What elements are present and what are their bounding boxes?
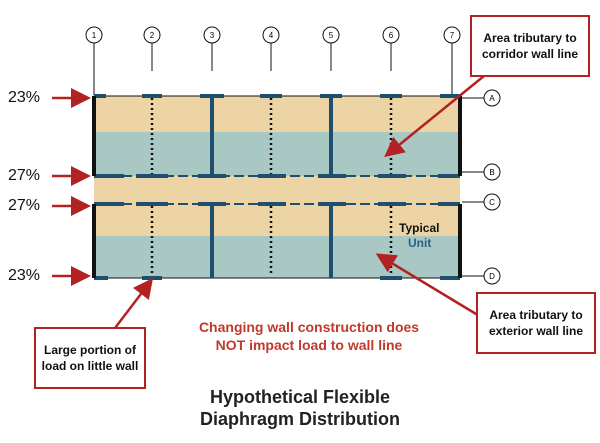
grid-bubble-1: 1 <box>85 26 103 95</box>
dotted-partitions <box>150 98 393 276</box>
row-bubble-b: B <box>462 163 501 181</box>
pct-label-a: 23% <box>8 89 41 106</box>
grid-bubble-4: 4 <box>262 26 280 71</box>
vertical-walls <box>92 96 462 278</box>
svg-text:3: 3 <box>210 31 215 40</box>
callout-corridor: Area tributary to corridor wall line <box>470 15 590 77</box>
pct-label-b: 27% <box>8 167 41 184</box>
title-line-2: Diaphragm Distribution <box>199 409 400 429</box>
arrow-little-wall <box>111 278 154 333</box>
band-upper-tan <box>94 96 460 132</box>
svg-text:A: A <box>489 94 495 103</box>
arrow-corridor <box>384 75 485 158</box>
svg-text:2: 2 <box>150 31 155 40</box>
grid-bubble-7: 7 <box>443 26 461 95</box>
pct-label-d: 23% <box>8 267 41 284</box>
grid-bubble-3: 3 <box>203 26 221 71</box>
grid-bubble-6: 6 <box>382 26 400 71</box>
pct-arrows <box>52 88 91 286</box>
row-bubble-c: C <box>462 193 501 211</box>
pct-label-c: 27% <box>8 197 41 214</box>
row-bubble-d: D <box>462 267 501 285</box>
band-lower-teal <box>94 236 460 278</box>
band-corridor-tan <box>94 176 460 204</box>
svg-text:B: B <box>489 168 494 177</box>
svg-text:7: 7 <box>450 31 455 40</box>
svg-text:1: 1 <box>92 31 97 40</box>
svg-text:D: D <box>489 272 495 281</box>
note-text: Changing wall construction does NOT impa… <box>198 319 420 353</box>
callout-little-wall: Large portion of load on little wall <box>34 327 146 389</box>
svg-text:6: 6 <box>389 31 394 40</box>
row-bubble-a: A <box>462 89 501 107</box>
grid-bubble-5: 5 <box>322 26 340 71</box>
grid-bubble-2: 2 <box>143 26 161 71</box>
callout-exterior: Area tributary to exterior wall line <box>476 292 596 354</box>
title-line-1: Hypothetical Flexible <box>209 387 391 407</box>
svg-text:C: C <box>489 198 495 207</box>
svg-text:5: 5 <box>329 31 334 40</box>
band-lower-tan <box>94 204 460 236</box>
svg-text:4: 4 <box>269 31 274 40</box>
unit-label: Unit <box>408 236 432 250</box>
typical-label: Typical <box>399 221 440 235</box>
arrow-exterior <box>375 253 487 322</box>
